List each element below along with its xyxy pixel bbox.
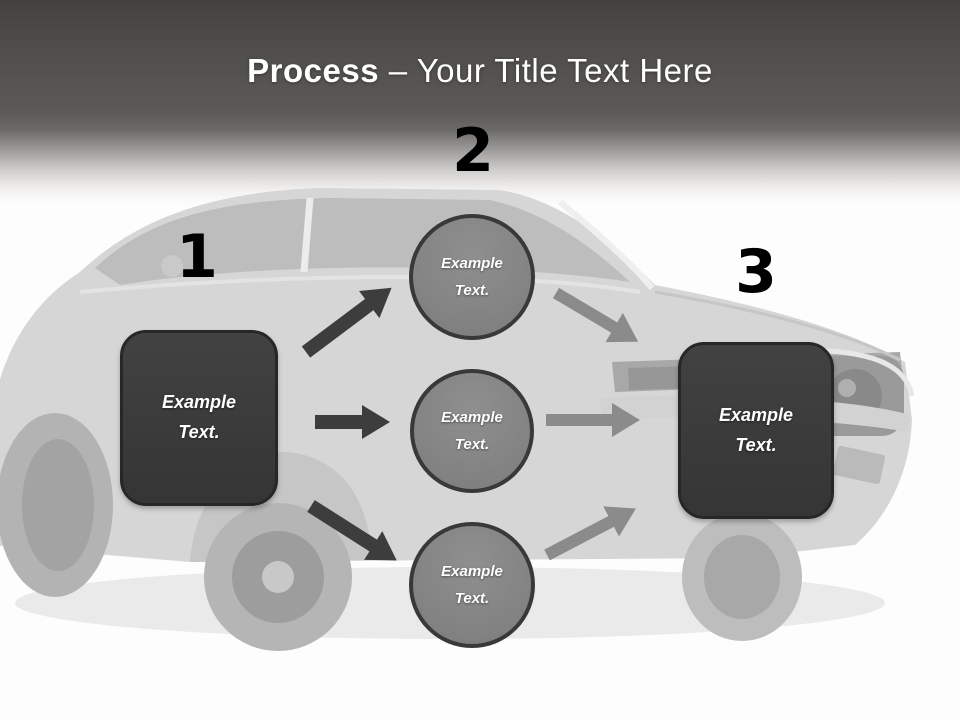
arrow-circle1-to-box3 bbox=[552, 287, 639, 343]
process-circle-3-label: Example Text. bbox=[441, 563, 503, 607]
title-bar bbox=[0, 0, 960, 205]
step-3-box: Example Text. bbox=[678, 342, 834, 519]
step-number-3: 3 bbox=[735, 237, 777, 307]
title-regular-text: – Your Title Text Here bbox=[379, 52, 713, 89]
process-circle-2: Example Text. bbox=[410, 369, 534, 493]
car-pillar-highlight bbox=[300, 197, 314, 273]
title-bold-text: Process bbox=[247, 52, 380, 89]
car-headlight bbox=[828, 369, 882, 423]
car-windshield-edge bbox=[558, 199, 655, 290]
page-title: Process – Your Title Text Here bbox=[0, 52, 960, 90]
car-front-left-wheel bbox=[204, 503, 352, 651]
car-beltline bbox=[79, 275, 641, 294]
car-license-plate bbox=[832, 445, 886, 485]
step-3-box-label: Example Text. bbox=[718, 404, 794, 455]
car-front-right-wheel bbox=[682, 513, 802, 641]
process-circle-1: Example Text. bbox=[409, 214, 535, 340]
step-number-2: 2 bbox=[452, 116, 494, 186]
arrow-circle3-to-box3 bbox=[544, 506, 636, 561]
arrow-box1-to-circle1 bbox=[301, 287, 392, 358]
step-1-box: Example Text. bbox=[120, 330, 278, 506]
process-circle-3: Example Text. bbox=[409, 522, 535, 648]
car-rear-wheel bbox=[0, 413, 113, 597]
step-number-1: 1 bbox=[176, 222, 218, 292]
step-1-box-label: Example Text. bbox=[161, 392, 237, 442]
process-circle-1-label: Example Text. bbox=[441, 255, 503, 299]
process-circle-2-label: Example Text. bbox=[441, 409, 503, 453]
arrow-box1-to-circle3 bbox=[307, 500, 397, 561]
